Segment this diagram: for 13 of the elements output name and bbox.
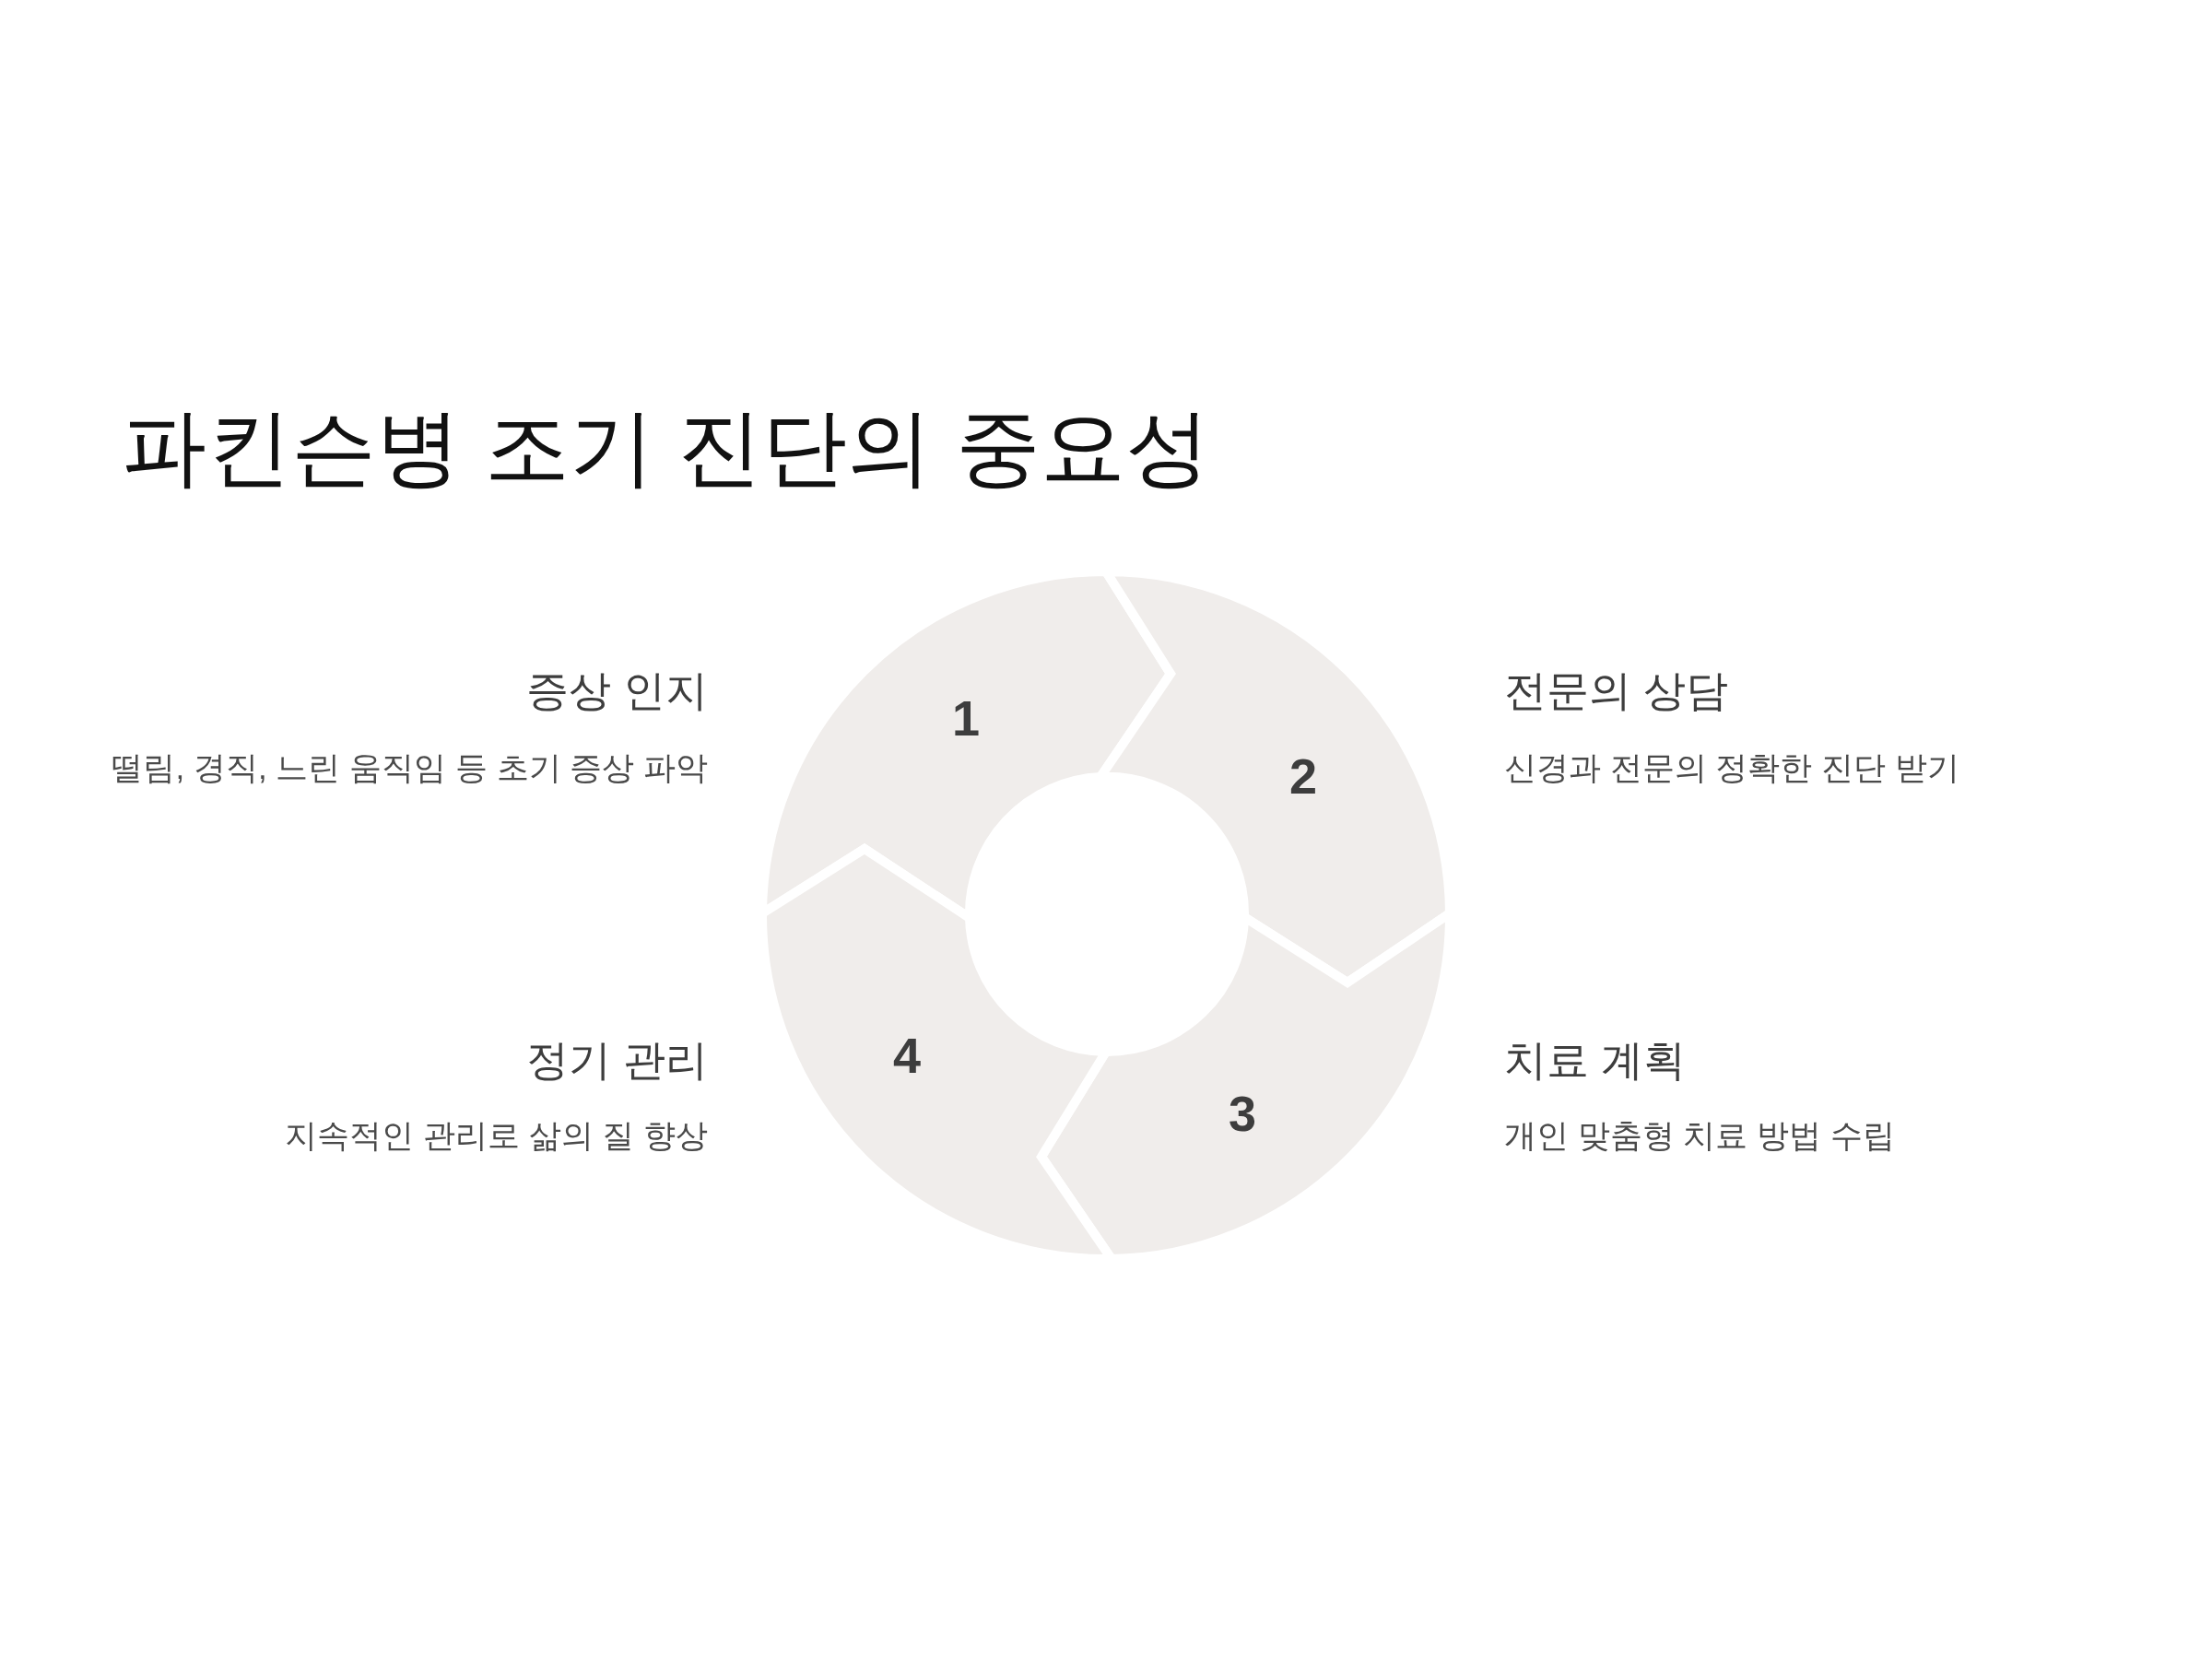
step-number: 1 <box>952 690 980 746</box>
step-heading: 치료 계획 <box>1504 1035 1686 1087</box>
step-description: 신경과 전문의 정확한 진단 받기 <box>1504 748 1959 787</box>
step-description: 개인 맞춤형 치료 방법 수립 <box>1504 1116 1895 1155</box>
step-number: 3 <box>1229 1086 1256 1141</box>
step-description: 지속적인 관리로 삶의 질 향상 <box>285 1116 708 1155</box>
step-description: 떨림, 경직, 느린 움직임 등 초기 증상 파악 <box>111 748 708 787</box>
title: 파킨슨병 조기 진단의 중요성 <box>122 399 1210 496</box>
step-heading: 정기 관리 <box>526 1035 708 1087</box>
step-heading: 전문의 상담 <box>1504 665 1728 717</box>
step-number: 4 <box>893 1028 921 1083</box>
step-number: 2 <box>1289 748 1317 804</box>
step-heading: 증상 인지 <box>526 665 708 717</box>
